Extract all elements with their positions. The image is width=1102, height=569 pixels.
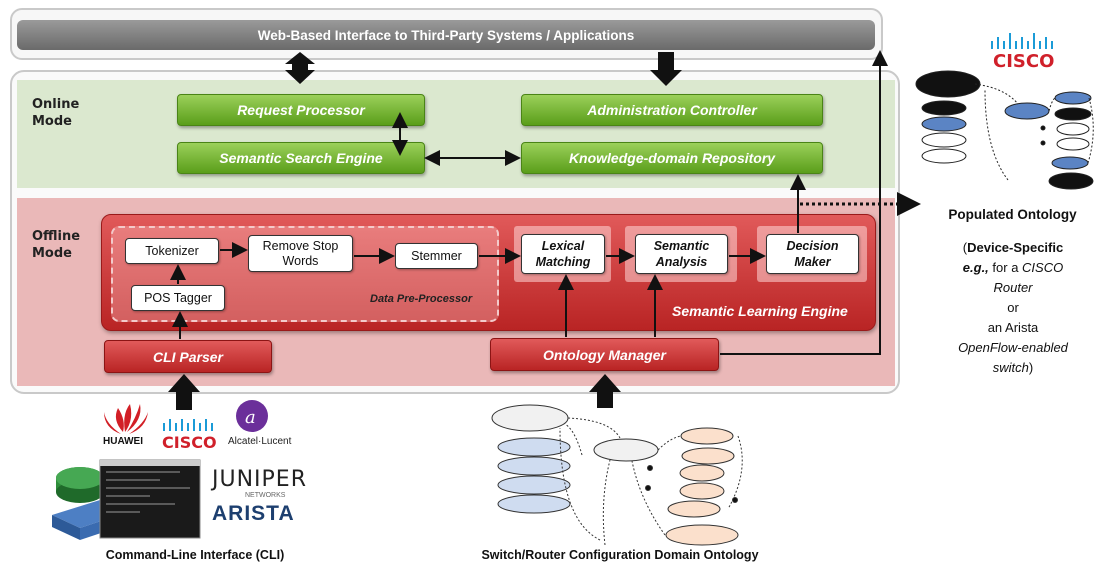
semantic-learning-engine-label: Semantic Learning Engine [672,303,848,319]
request-processor-box: Request Processor [177,94,425,126]
cli-parser-box: CLI Parser [104,340,272,373]
domain-ontology-caption: Switch/Router Configuration Domain Ontol… [481,548,759,562]
pos-tagger-box: POS Tagger [131,285,225,311]
manager-web-arrow [720,50,888,355]
semantic-learning-engine-box [101,214,876,331]
juniper-logo: JUNIPER [212,467,307,492]
cli-terminal-icon [99,459,201,539]
cisco-bars-icon [163,419,213,431]
populated-ontology-graph [915,70,1094,190]
arista-logo: ARISTA [212,502,295,525]
ontology-manager-box: Ontology Manager [490,338,719,371]
huawei-logo-icon [104,404,148,434]
huawei-logo: HUAWEI [103,436,143,447]
cisco-logo: CISCO [162,433,217,452]
alcatel-logo-icon: a [236,400,268,432]
cli-caption: Command-Line Interface (CLI) [105,548,285,562]
cisco-top-bars-icon [991,33,1053,49]
juniper-networks-text: NETWORKS [245,492,286,499]
data-preprocessor-label: Data Pre-Processor [370,293,473,305]
domain-ontology-graph [491,404,743,546]
cisco-top-logo: CISCO [993,51,1055,72]
cli-input-arrow [168,374,200,410]
web-request-double-arrow [285,52,315,84]
stemmer-box: Stemmer [395,243,478,269]
router-icon [56,467,104,503]
administration-controller-box: Administration Controller [521,94,823,126]
device-specific-note: (Device-Specific e.g., for a CISCO Route… [958,240,1068,375]
tokenizer-box: Tokenizer [125,238,219,264]
web-interface-bar: Web-Based Interface to Third-Party Syste… [17,20,875,50]
knowledge-repository-box: Knowledge-domain Repository [521,142,823,174]
web-admin-arrow [650,52,682,86]
svg-text:a: a [245,407,256,428]
ontology-input-arrow [589,374,621,408]
populated-ontology-title: Populated Ontology [948,207,1077,222]
semantic-search-engine-box: Semantic Search Engine [177,142,425,174]
alcatel-logo: Alcatel·Lucent [228,436,292,447]
